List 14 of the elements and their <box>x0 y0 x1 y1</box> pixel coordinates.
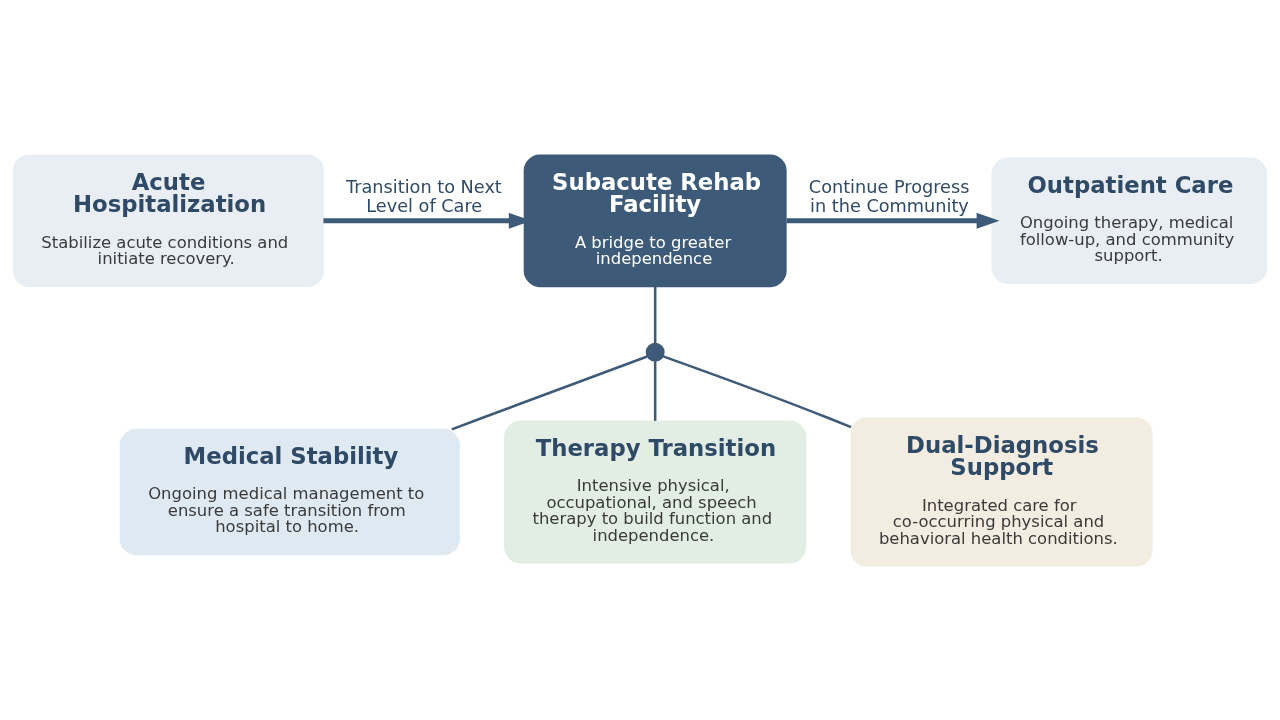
node-box: Medical Stability Ongoing medical management to ensure a safe transition from hospital to home. <box>119 428 460 555</box>
edge-label: Continue Progress in the Community <box>808 176 970 216</box>
connector <box>451 354 648 431</box>
connector <box>653 286 657 343</box>
connector <box>653 360 657 421</box>
node-box: Therapy Transition Intensive physical, occupational, and speech therapy to build function and independence. <box>504 420 807 563</box>
arrow <box>786 212 1000 229</box>
connector <box>662 354 852 428</box>
node-box: Dual-Diagnosis Support Integrated care for co-occurring physical and behavioral health conditions. <box>850 416 1153 567</box>
node-circle <box>645 342 665 362</box>
node-box: Subacute Rehab Facility A bridge to greater independence <box>523 153 787 287</box>
node-box: Outpatient Care Ongoing therapy, medical follow-up, and community support. <box>991 157 1268 284</box>
node-box: Acute Hospitalization Stabilize acute conditions and initiate recovery. <box>12 153 324 287</box>
edge-label: Transition to Next Level of Care <box>346 176 502 216</box>
